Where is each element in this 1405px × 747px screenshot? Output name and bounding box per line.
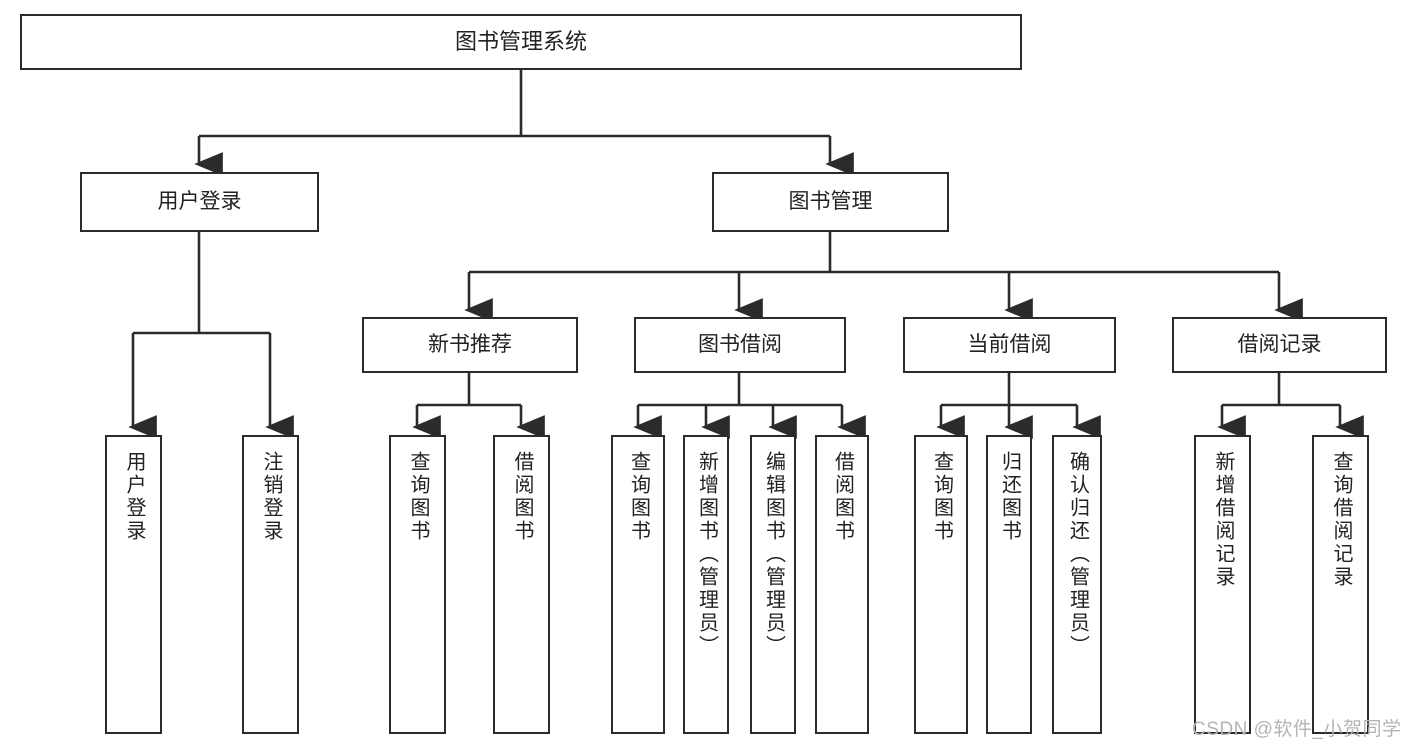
node-borrow-record-label: 借阅记录	[1237, 332, 1322, 356]
node-leaf-edit-book[interactable]: 编辑图书（管理员）	[750, 435, 796, 734]
node-current-borrow-label: 当前借阅	[967, 332, 1052, 356]
node-book-manage-label: 图书管理	[788, 189, 873, 213]
node-new-book-recommend-label: 新书推荐	[428, 332, 512, 356]
node-book-borrow[interactable]: 图书借阅	[634, 317, 846, 373]
node-leaf-add-record-label: 新增借阅记录	[1212, 451, 1234, 589]
node-leaf-query-record-label: 查询借阅记录	[1330, 451, 1352, 589]
node-book-borrow-label: 图书借阅	[698, 332, 782, 356]
node-leaf-logout[interactable]: 注销登录	[242, 435, 299, 734]
node-leaf-query-book-2[interactable]: 查询图书	[611, 435, 665, 734]
node-borrow-record[interactable]: 借阅记录	[1172, 317, 1387, 373]
node-book-manage[interactable]: 图书管理	[712, 172, 949, 232]
node-leaf-query-book-3-label: 查询图书	[930, 451, 953, 543]
node-leaf-add-book[interactable]: 新增图书（管理员）	[683, 435, 729, 734]
node-leaf-borrow-book-2-label: 借阅图书	[831, 451, 854, 543]
node-leaf-query-book-1[interactable]: 查询图书	[389, 435, 446, 734]
node-root-label: 图书管理系统	[454, 29, 587, 55]
node-leaf-borrow-book-2[interactable]: 借阅图书	[815, 435, 869, 734]
node-leaf-query-book-3[interactable]: 查询图书	[914, 435, 968, 734]
node-leaf-edit-book-label: 编辑图书（管理员）	[762, 451, 785, 658]
node-user-login-label: 用户登录	[157, 189, 242, 213]
node-leaf-user-login-label: 用户登录	[123, 451, 145, 543]
node-leaf-logout-label: 注销登录	[260, 451, 282, 543]
node-leaf-add-book-label: 新增图书（管理员）	[695, 451, 718, 658]
node-root[interactable]: 图书管理系统	[20, 14, 1022, 70]
node-leaf-borrow-book-1-label: 借阅图书	[511, 451, 533, 543]
node-leaf-query-book-1-label: 查询图书	[407, 451, 429, 543]
node-new-book-recommend[interactable]: 新书推荐	[362, 317, 578, 373]
node-leaf-confirm-return[interactable]: 确认归还（管理员）	[1052, 435, 1102, 734]
node-leaf-add-record[interactable]: 新增借阅记录	[1194, 435, 1251, 734]
csdn-watermark: CSDN @软件_小贺同学	[1192, 719, 1402, 740]
node-leaf-user-login[interactable]: 用户登录	[105, 435, 162, 734]
node-leaf-query-book-2-label: 查询图书	[627, 451, 650, 543]
node-leaf-query-record[interactable]: 查询借阅记录	[1312, 435, 1369, 734]
node-user-login[interactable]: 用户登录	[80, 172, 319, 232]
node-leaf-borrow-book-1[interactable]: 借阅图书	[493, 435, 550, 734]
node-current-borrow[interactable]: 当前借阅	[903, 317, 1116, 373]
node-leaf-return-book-label: 归还图书	[998, 451, 1021, 543]
node-leaf-return-book[interactable]: 归还图书	[986, 435, 1032, 734]
node-leaf-confirm-return-label: 确认归还（管理员）	[1066, 451, 1089, 658]
